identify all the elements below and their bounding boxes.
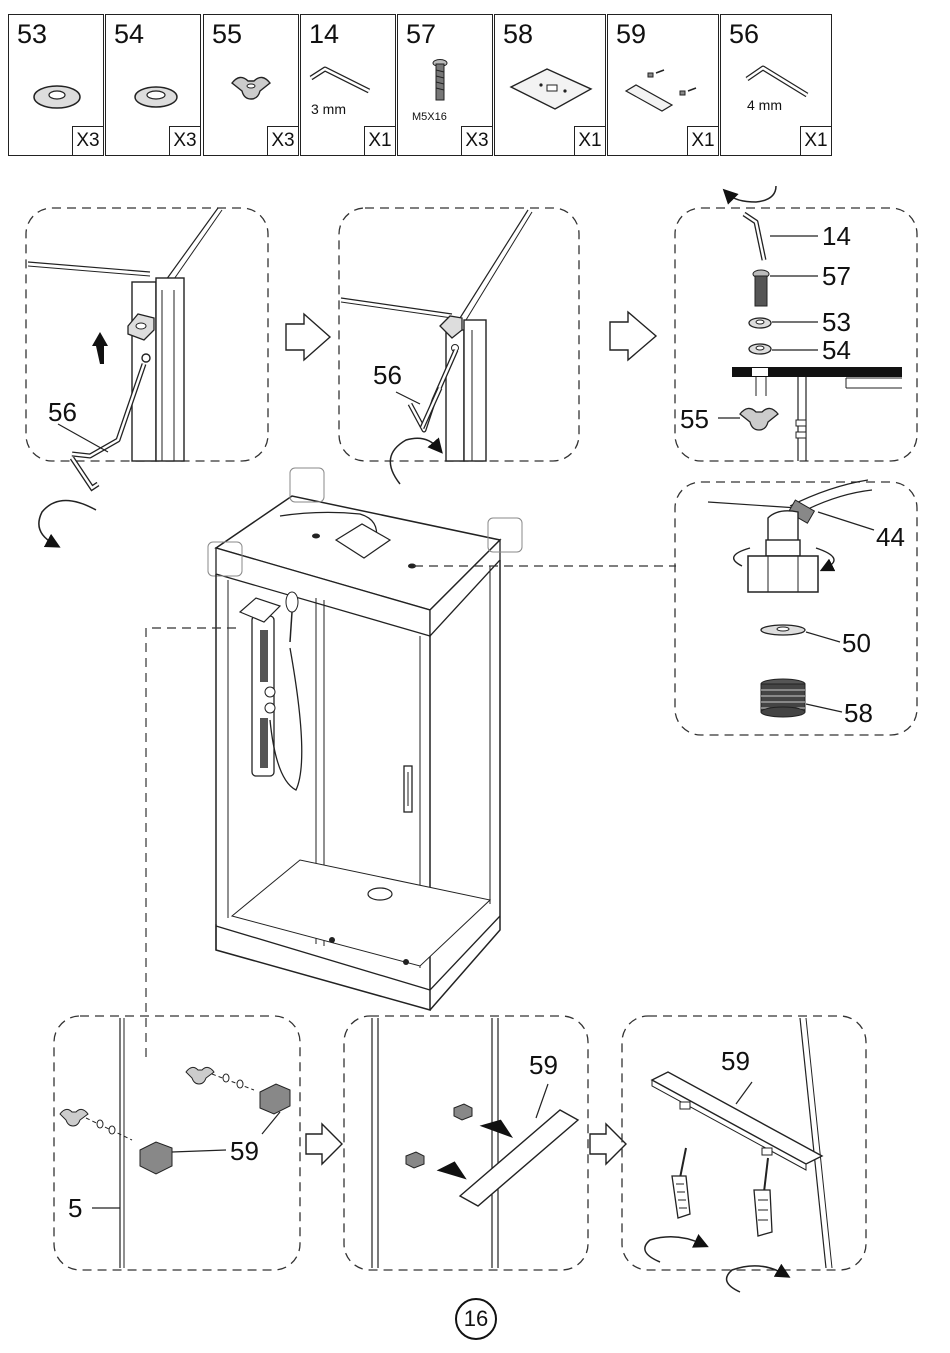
flow-arrow-icon (610, 312, 656, 360)
screwdriver-icon (672, 1148, 690, 1218)
flow-arrow-icon (590, 1124, 626, 1164)
rotate-arrow-icon (645, 1237, 702, 1262)
callout-14: 14 (822, 221, 851, 251)
bottom1-panel: 59 5 (54, 1016, 300, 1270)
page-number: 16 (455, 1298, 497, 1340)
push-up-arrow-icon (92, 332, 108, 364)
flow-arrow-icon (286, 314, 330, 360)
step3-panel: 14 57 53 54 55 (675, 186, 917, 461)
callout-59: 59 (529, 1050, 558, 1080)
callout-55: 55 (680, 404, 709, 434)
callout-57: 57 (822, 261, 851, 291)
hose-detail-panel: 44 50 58 (675, 480, 917, 735)
bottom3-panel: 59 (622, 1016, 866, 1292)
screwdriver-icon (754, 1158, 772, 1236)
rotate-arrow-icon (728, 186, 776, 202)
step1-panel: 56 (26, 208, 268, 544)
callout-50: 50 (842, 628, 871, 658)
bottom2-panel: 59 (344, 1016, 588, 1270)
rotate-arrow-icon (39, 500, 96, 544)
callout-56: 56 (48, 397, 77, 427)
callout-58: 58 (844, 698, 873, 728)
callout-44: 44 (876, 522, 905, 552)
flow-arrow-icon (306, 1124, 342, 1164)
step2-panel: 56 (339, 208, 579, 484)
callout-54: 54 (822, 335, 851, 365)
callout-5: 5 (68, 1193, 82, 1223)
shower-cabin (208, 468, 522, 1010)
callout-59: 59 (721, 1046, 750, 1076)
callout-59: 59 (230, 1136, 259, 1166)
callout-53: 53 (822, 307, 851, 337)
callout-56: 56 (373, 360, 402, 390)
